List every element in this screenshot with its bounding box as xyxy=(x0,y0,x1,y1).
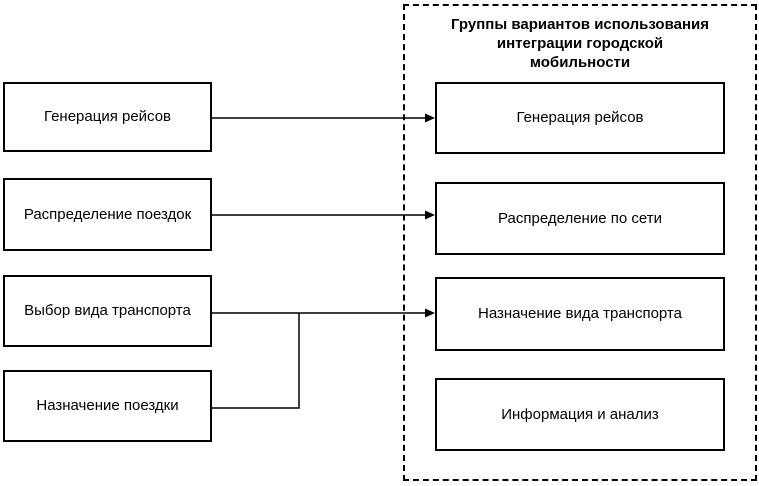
group-panel-title: Группы вариантов использования интеграци… xyxy=(403,15,757,72)
group-box-information-analysis: Информация и анализ xyxy=(435,378,725,451)
group-panel-title-line-1: Группы вариантов использования xyxy=(451,16,709,33)
left-box-trip-generation: Генерация рейсов xyxy=(3,82,212,152)
left-box-trip-distribution: Распределение поездок xyxy=(3,178,212,251)
group-box-network-distribution: Распределение по сети xyxy=(435,182,725,255)
left-box-trip-assignment: Назначение поездки xyxy=(3,370,212,442)
group-box-trip-generation: Генерация рейсов xyxy=(435,82,725,154)
group-box-mode-assignment: Назначение вида транспорта xyxy=(435,277,725,351)
branch-connector-line xyxy=(212,313,300,409)
left-box-mode-choice: Выбор вида транспорта xyxy=(3,275,212,347)
use-case-group-panel xyxy=(403,4,757,481)
group-panel-title-line-2: интеграции городской xyxy=(496,35,664,52)
group-panel-title-line-3: мобильности xyxy=(529,54,631,71)
